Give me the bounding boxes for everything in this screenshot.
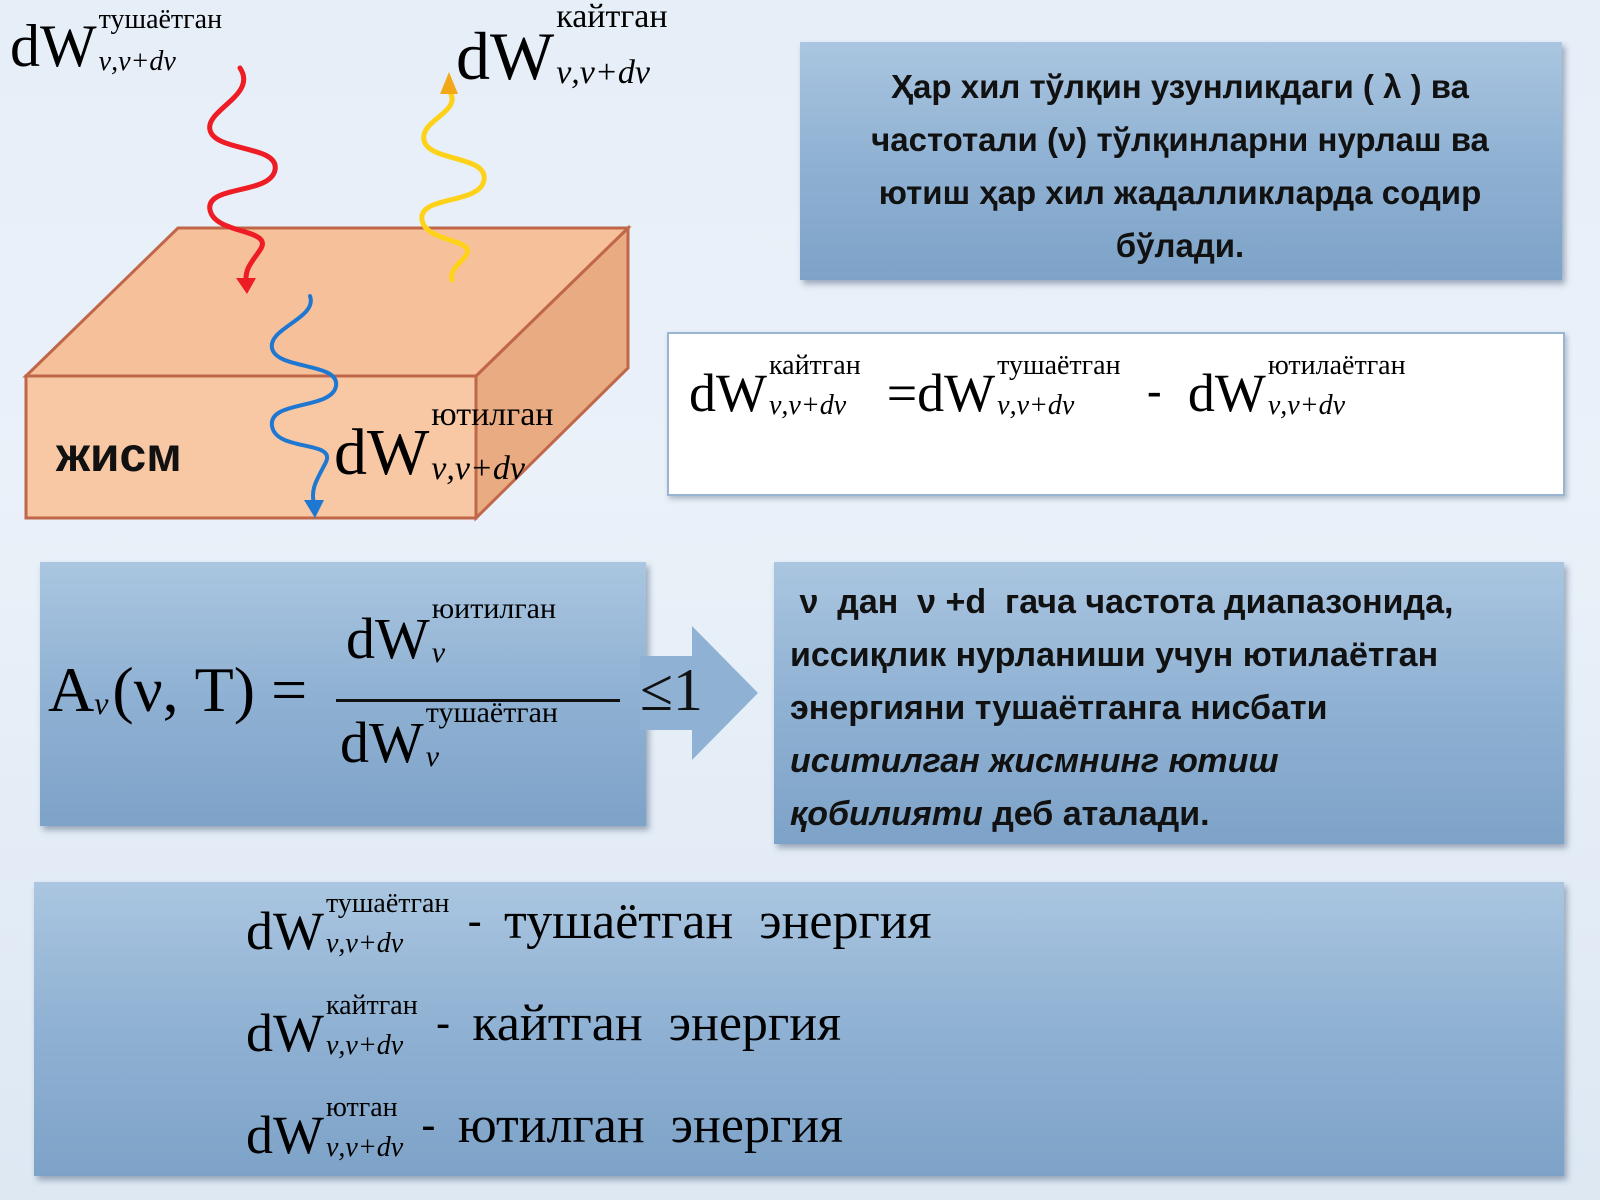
- body-diagram: [22, 65, 632, 522]
- legend-row-incident: dW тушаётган ν,ν+dν - тушаётган энергия: [246, 890, 932, 961]
- dw-symbol: dW: [346, 606, 430, 671]
- legend-row-absorbed: dW ютган ν,ν+dν - ютилган энергия: [246, 1094, 844, 1165]
- dw-symbol: dW: [456, 18, 555, 94]
- formula-args: (ν, T) =: [112, 654, 308, 725]
- sub-nu: ν: [431, 636, 446, 669]
- incident-arrowhead: [236, 278, 256, 294]
- legend-absorbed-text: ютилган энергия: [457, 1097, 844, 1154]
- sup-incident: тушаётган: [325, 888, 450, 919]
- legend-dash: -: [421, 1101, 436, 1150]
- sub-range: ν,ν+dν: [1267, 390, 1346, 421]
- formula-A: A: [48, 654, 95, 725]
- incident-energy-label: dW тушаётган ν,ν+dν: [10, 6, 222, 79]
- sub-range: ν,ν+dν: [431, 450, 526, 487]
- dw-symbol: dW: [917, 363, 996, 423]
- dw-symbol: dW: [246, 1105, 324, 1165]
- top-explanation-box: Ҳар хил тўлқин узунликдаги ( λ ) ва част…: [800, 42, 1562, 280]
- absorbed-wave: [269, 294, 339, 506]
- eq-incident-term: dW тушаётган ν,ν+dν: [917, 352, 1120, 423]
- legend-incident-symbol: dW тушаётган ν,ν+dν: [246, 890, 449, 961]
- legend-incident-text: тушаётган энергия: [504, 893, 932, 950]
- dw-symbol: dW: [340, 710, 424, 775]
- dw-symbol: dW: [1187, 363, 1266, 423]
- legend-reflected-symbol: dW кайтган ν,ν+dν: [246, 992, 418, 1063]
- arrow-shape: [640, 626, 758, 760]
- sub-range: ν,ν+dν: [325, 1132, 404, 1163]
- sub-nu: ν: [425, 740, 440, 773]
- eq-equals: =: [886, 363, 918, 423]
- dw-symbol: dW: [246, 1003, 324, 1063]
- dw-symbol: dW: [10, 13, 97, 79]
- fraction-denominator: dW тушаётган ν: [340, 698, 558, 775]
- sup-absorbed: юитилган: [431, 592, 557, 625]
- reflected-wave: [419, 89, 487, 283]
- sup-incident: тушаётган: [997, 350, 1121, 381]
- definition-term-italic: қобилияти: [790, 795, 983, 833]
- sup-absorbed: ютган: [325, 1092, 398, 1123]
- sup-incident: тушаётган: [98, 4, 223, 35]
- absorbed-energy-label: dW ютилган ν,ν+dν: [334, 398, 554, 489]
- sup-reflected: кайтган: [768, 350, 861, 381]
- eq-reflected-term: dW кайтган ν,ν+dν: [689, 352, 861, 423]
- reflected-arrowhead: [440, 72, 458, 94]
- sub-range: ν,ν+dν: [98, 46, 176, 77]
- sub-range: ν,ν+dν: [768, 390, 847, 421]
- fraction-bar: [336, 699, 620, 702]
- sub-range: ν,ν+dν: [997, 390, 1075, 421]
- sup-reflected: кайтган: [556, 0, 668, 35]
- dw-symbol: dW: [689, 363, 767, 423]
- absorption-formula-box: A ν (ν, T) = dW юитилган ν dW тушаётган …: [40, 562, 646, 826]
- legend-absorbed-symbol: dW ютган ν,ν+dν: [246, 1094, 404, 1165]
- definition-line-3: энергияни тушаётганга нисбати: [790, 689, 1328, 727]
- sub-range: ν,ν+dν: [325, 1030, 404, 1061]
- legend-row-reflected: dW кайтган ν,ν+dν - кайтган энергия: [246, 992, 842, 1063]
- definition-line-1: ν дан ν +d гача частота диапазонида,: [790, 583, 1454, 621]
- incident-wave: [207, 65, 278, 285]
- formula-A-sub: ν: [94, 685, 109, 721]
- absorbed-arrowhead: [304, 500, 324, 518]
- formula-leq-one: ≤1: [640, 657, 703, 723]
- definition-box: ν дан ν +d гача частота диапазонида, исс…: [774, 562, 1564, 844]
- top-explanation-text: Ҳар хил тўлқин узунликдаги ( λ ) ва част…: [871, 68, 1489, 264]
- sup-incident: тушаётган: [425, 696, 558, 729]
- legend-box: dW тушаётган ν,ν+dν - тушаётган энергия …: [34, 882, 1564, 1176]
- dw-symbol: dW: [334, 416, 430, 489]
- body-label: жисм: [56, 429, 182, 482]
- reflected-energy-label: dW кайтган ν,ν+dν: [456, 0, 668, 94]
- legend-dash: -: [435, 999, 451, 1048]
- sup-reflected: кайтган: [325, 990, 418, 1021]
- legend-reflected-text: кайтган энергия: [472, 995, 842, 1052]
- formula-lhs: A ν (ν, T) =: [48, 658, 307, 722]
- eq-minus: -: [1146, 365, 1162, 417]
- definition-line-5: қобилияти деб аталади.: [790, 788, 1554, 841]
- balance-equation-box: dW кайтган ν,ν+dν = dW тушаётган ν,ν+dν …: [667, 332, 1565, 496]
- dw-symbol: dW: [246, 901, 324, 961]
- definition-line-4: иситилган жисмнинг ютиш: [790, 742, 1279, 780]
- definition-line-2: иссиқлик нурланиши учун ютилаётган: [790, 636, 1439, 674]
- sub-range: ν,ν+dν: [325, 928, 404, 959]
- eq-absorbed-term: dW ютилаётган ν,ν+dν: [1187, 352, 1406, 423]
- sub-range: ν,ν+dν: [556, 54, 650, 91]
- box-front-face: [24, 374, 478, 520]
- definition-line-5-rest: деб аталади.: [982, 795, 1210, 833]
- legend-dash: -: [467, 897, 483, 946]
- sup-absorbed: ютилган: [431, 396, 554, 433]
- sup-absorbed: ютилаётган: [1267, 350, 1406, 381]
- fraction-numerator: dW юитилган ν: [346, 594, 556, 671]
